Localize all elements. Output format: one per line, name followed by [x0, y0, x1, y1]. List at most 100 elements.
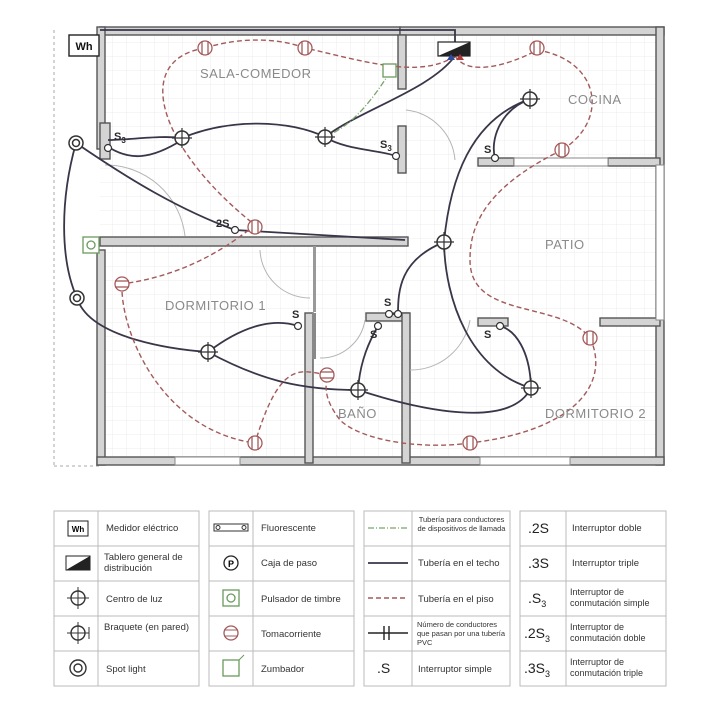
outlet-icon: [297, 40, 313, 56]
door-swings: [104, 109, 471, 371]
legend: Wh Medidor eléctrico Tablero general de …: [53, 510, 667, 687]
legend-col-4: .2S .3S .S3 .2S3 .3S3 Interruptor doble …: [519, 510, 667, 687]
wall-sala-cocina-upper: [397, 34, 407, 90]
wall-bottom: [96, 456, 665, 466]
outlet-icon: [197, 40, 213, 56]
legend-label: Pulsador de timbre: [261, 594, 341, 605]
outlet-icon: [582, 330, 598, 346]
wall-sala-dormitorio: [99, 236, 409, 247]
legend-label: Zumbador: [261, 664, 304, 675]
light-center-crosses: [172, 89, 541, 400]
doorbell-button-icon: [222, 589, 240, 607]
room-label-bano: BAÑO: [338, 406, 377, 421]
wall-bracket-icon: [67, 622, 90, 644]
legend-label: Interruptor de conmutación doble: [570, 622, 646, 643]
legend-label: Tubería en el piso: [418, 594, 494, 605]
legend-label: Interruptor doble: [572, 523, 642, 534]
outlet-icon: [554, 142, 570, 158]
outlets: [114, 40, 598, 451]
switch-s-patio: S: [384, 297, 391, 309]
simple-switch-icon: .S: [377, 660, 390, 676]
window-patio: [655, 164, 665, 321]
wall-dorm2-b: [599, 317, 661, 327]
window-dorm1: [174, 456, 241, 466]
three-way-triple-switch-icon: .3S3: [524, 660, 550, 679]
switch-s3-sala-right: S3: [380, 139, 392, 153]
window-cocina: [513, 157, 609, 167]
legend-label: Tablero general de distribución: [104, 552, 183, 574]
doorbell-button-icon: [82, 236, 100, 254]
legend-label: Braquete (en pared): [104, 622, 190, 633]
panel-icon: [65, 555, 91, 571]
room-label-dormitorio1: DORMITORIO 1: [165, 298, 266, 313]
ceiling-conduits: [63, 29, 532, 414]
meter-icon: Wh: [67, 520, 89, 537]
buzzer-icon: [222, 654, 245, 677]
room-label-cocina: COCINA: [568, 92, 622, 107]
wall-cocina-b: [607, 157, 661, 167]
wall-top-left: [99, 26, 401, 36]
switch-points: [103, 143, 505, 331]
spot-light-icon: [69, 659, 87, 677]
legend-label: Interruptor triple: [572, 558, 639, 569]
legend-label: Número de conductores que pasan por una …: [417, 620, 505, 647]
switch-s-dorm2: S: [484, 329, 491, 341]
electric-meter-icon: Wh: [68, 34, 100, 57]
outlet-icon: [114, 276, 130, 292]
legend-label: Interruptor de conmutación simple: [570, 587, 650, 608]
legend-label: Tomacorriente: [261, 629, 321, 640]
wall-sala-cocina-lower: [397, 125, 407, 174]
legend-label: Medidor eléctrico: [106, 523, 178, 534]
fluorescent-icon: [213, 523, 249, 532]
window-dorm2: [479, 456, 571, 466]
legend-label: Caja de paso: [261, 558, 317, 569]
door-bano: [319, 319, 366, 359]
switch-labels: S3 S3 S 2S S S S S: [114, 131, 491, 341]
junction-box-icon: P: [223, 555, 239, 571]
outlet-icon: [319, 367, 335, 383]
svg-text:P: P: [228, 559, 234, 569]
legend-label: Tubería en el techo: [418, 558, 500, 569]
legend-label: Interruptor de conmutación triple: [570, 657, 644, 678]
double-switch-icon: .2S: [528, 520, 549, 536]
door-cocina: [405, 109, 456, 161]
wall-bano-right: [401, 312, 411, 464]
room-label-patio: PATIO: [545, 237, 585, 252]
switch-2s-entry: 2S: [216, 218, 229, 230]
legend-col-2: P Fluorescente Caja de paso Pulsador de …: [208, 510, 355, 687]
svg-text:Wh: Wh: [75, 41, 92, 53]
door-dorm2: [409, 319, 471, 371]
windows: [174, 157, 665, 466]
legend-label: Centro de luz: [106, 594, 163, 605]
switch-s-dorm1: S: [292, 309, 299, 321]
svg-text:Wh: Wh: [72, 525, 85, 534]
switch-s-bano: S: [370, 329, 377, 341]
wall-dorm2-a: [477, 317, 509, 327]
room-label-dormitorio2: DORMITORIO 2: [545, 406, 646, 421]
outlet-icon: [247, 435, 263, 451]
conductor-count-icon: [368, 626, 408, 640]
three-way-simple-switch-icon: .S3: [528, 590, 546, 609]
wall-left-lower: [96, 249, 106, 466]
triple-switch-icon: .3S: [528, 555, 549, 571]
legend-label: Tubería para conductores de dispositivos…: [417, 515, 506, 533]
legend-label: Interruptor simple: [418, 664, 492, 675]
floor-conduits: [121, 39, 597, 446]
outlet-icon: [462, 435, 478, 451]
outlet-icon: [247, 219, 263, 235]
light-center-icon: [67, 587, 89, 609]
door-entry: [104, 164, 186, 237]
plan-grid: [100, 30, 660, 465]
distribution-panel-icon: [437, 41, 471, 60]
door-dorm1: [259, 249, 311, 299]
switch-s3-sala: S3: [114, 131, 126, 145]
wall-stub-left: [99, 122, 111, 160]
floor-plan: Wh: [53, 26, 665, 467]
legend-col-1: Wh Medidor eléctrico Tablero general de …: [53, 510, 200, 687]
legend-label: Spot light: [106, 664, 146, 675]
legend-label: Fluorescente: [261, 523, 316, 534]
three-way-double-switch-icon: .2S3: [524, 625, 550, 644]
switch-s-cocina: S: [484, 144, 491, 156]
